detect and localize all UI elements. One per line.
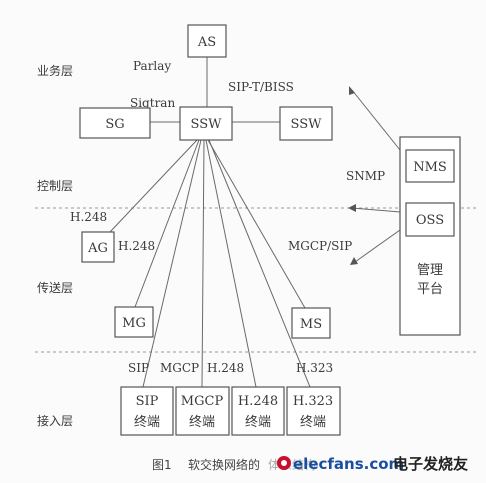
protocol-h248-control: H.248 — [70, 210, 107, 224]
protocol-sip: SIP — [128, 361, 149, 375]
link-ssw-sip-terminal — [142, 139, 202, 388]
watermark-logo: elecfans.com 电子发烧友 — [277, 455, 468, 473]
protocol-h248-ag: H.248 — [118, 239, 155, 253]
terminal-mgcp: MGCP 终端 — [175, 386, 230, 436]
platform-label-line1: 管理 — [417, 263, 443, 278]
node-ssw-main-label: SSW — [191, 117, 223, 132]
link-ssw-mgcp-terminal — [201, 139, 205, 388]
platform-label-line2: 平台 — [417, 282, 443, 297]
node-ag: AG — [81, 231, 115, 263]
link-ssw-mg — [134, 139, 200, 308]
arrowhead-oss-control — [348, 204, 356, 212]
protocol-sipt-biss: SIP-T/BISS — [228, 80, 294, 94]
figure-number: 图1 — [152, 458, 172, 472]
link-ssw-ms — [207, 139, 306, 309]
link-ssw-h323-terminal — [208, 139, 311, 388]
node-ms-label: MS — [300, 317, 322, 332]
terminal-h248-line1: H.248 — [238, 394, 278, 409]
node-sg: SG — [79, 107, 151, 139]
terminal-mgcp-line1: MGCP — [181, 394, 224, 409]
figure-title: 软交换网络的 — [188, 457, 260, 472]
terminal-sip-line1: SIP — [136, 394, 159, 409]
terminal-sip: SIP 终端 — [120, 386, 174, 436]
node-ssw-peer-label: SSW — [291, 117, 323, 132]
management-arrows — [348, 86, 401, 265]
management-platform: NMS OSS 管理 平台 — [399, 136, 461, 336]
layer-control-label: 控制层 — [37, 179, 73, 193]
node-as: AS — [187, 24, 227, 58]
protocol-parlay: Parlay — [133, 59, 171, 73]
terminal-h323: H.323 终端 — [286, 386, 341, 436]
watermark-brand: 电子发烧友 — [393, 455, 468, 473]
protocol-h248-access: H.248 — [207, 361, 244, 375]
layer-transport-label: 传送层 — [37, 280, 73, 295]
node-ag-label: AG — [87, 241, 108, 256]
arrowhead-snmp — [349, 86, 355, 95]
layer-access-label: 接入层 — [37, 413, 73, 428]
protocol-h323: H.323 — [296, 361, 333, 375]
node-mg-label: MG — [122, 316, 146, 331]
link-ssw-h248-terminal — [205, 139, 257, 388]
protocol-mgcp: MGCP — [160, 361, 199, 375]
terminal-sip-line2: 终端 — [134, 414, 160, 430]
layer-service-label: 业务层 — [37, 63, 73, 78]
protocol-snmp: SNMP — [346, 169, 385, 183]
node-sg-label: SG — [105, 117, 124, 132]
terminal-h323-line2: 终端 — [300, 414, 326, 430]
connection-lines — [109, 57, 311, 388]
watermark-site: elecfans.com — [293, 455, 404, 473]
node-nms — [405, 149, 455, 183]
protocol-sigtran: Sigtran — [130, 96, 175, 110]
terminal-h248: H.248 终端 — [231, 386, 285, 436]
node-ssw-peer: SSW — [279, 106, 333, 141]
node-oss — [405, 202, 455, 237]
node-oss-label: OSS — [416, 213, 444, 228]
node-mg: MG — [114, 306, 154, 338]
node-as-label: AS — [197, 35, 216, 50]
arrow-mgcp-sip — [354, 229, 401, 263]
arrow-snmp — [351, 89, 401, 151]
node-ms: MS — [291, 307, 331, 339]
arrow-oss-control — [351, 207, 401, 213]
link-ssw-ag — [109, 139, 198, 233]
terminal-h323-line1: H.323 — [293, 394, 333, 409]
node-nms-label: NMS — [413, 160, 447, 175]
node-ssw-main: SSW — [179, 106, 233, 141]
arrowhead-mgcp-sip — [350, 257, 358, 265]
terminal-h248-line2: 终端 — [245, 414, 271, 430]
terminal-mgcp-line2: 终端 — [189, 414, 215, 430]
protocol-mgcp-sip: MGCP/SIP — [288, 239, 352, 253]
